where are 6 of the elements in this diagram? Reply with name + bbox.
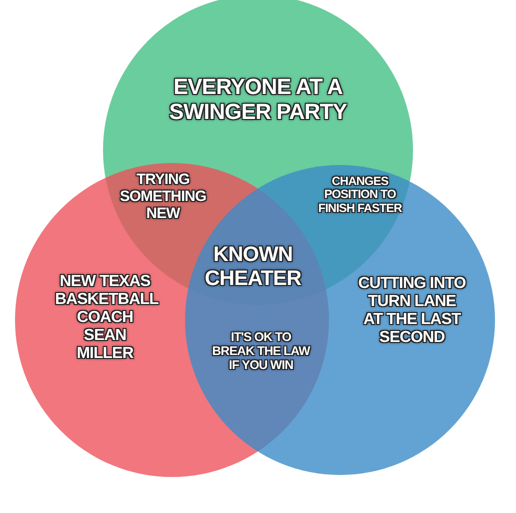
overlap-label: IT'S OK TO BREAK THE LAW IF YOU WIN [211, 330, 311, 372]
overlap-label: KNOWN CHEATER [204, 243, 302, 290]
overlap-label: TRYING SOMETHING NEW [118, 172, 208, 222]
circle-label: EVERYONE AT A SWINGER PARTY [168, 75, 348, 124]
circle-label: CUTTING INTO TURN LANE AT THE LAST SECOND [357, 275, 467, 347]
overlap-label: CHANGES POSITION TO FINISH FASTER [317, 175, 403, 216]
